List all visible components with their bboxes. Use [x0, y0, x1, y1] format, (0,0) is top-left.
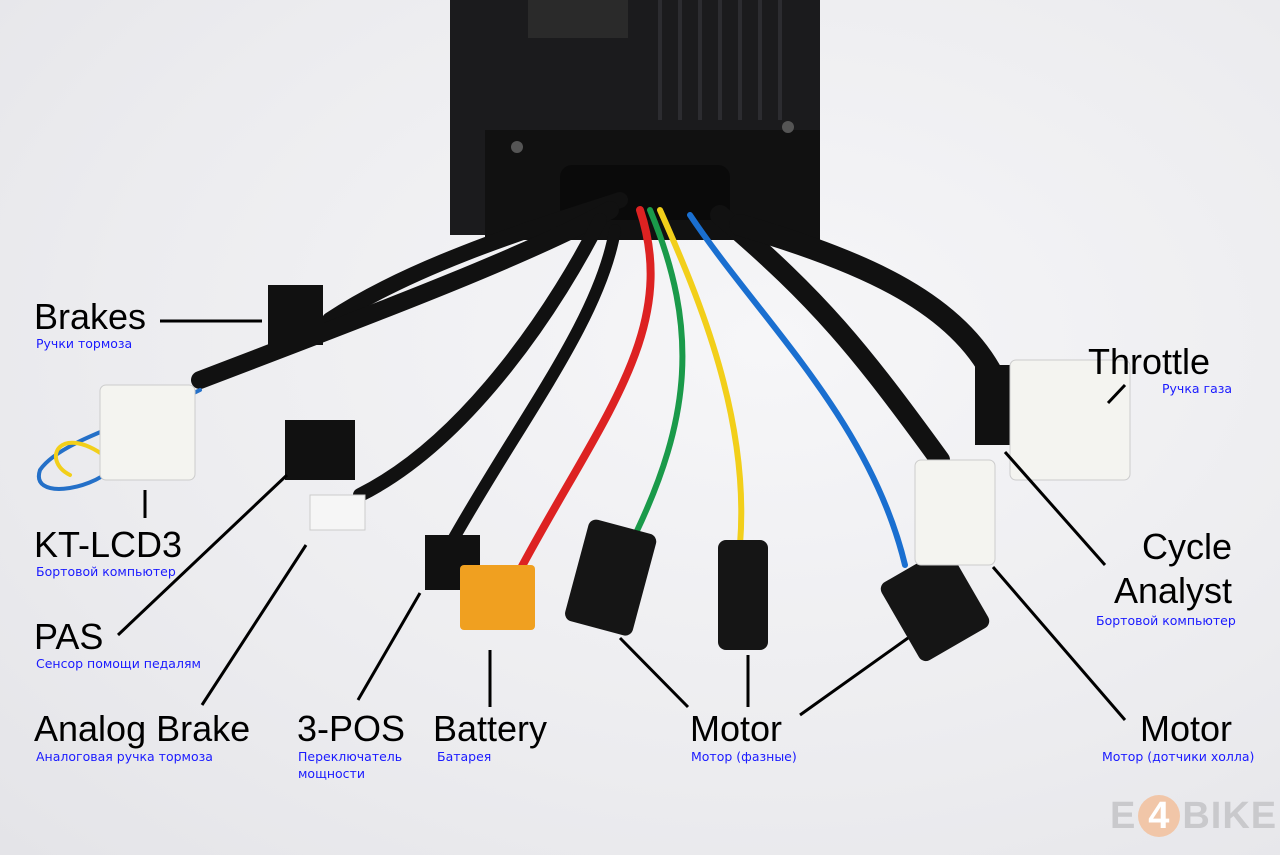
label-kt-lcd3: KT-LCD3	[34, 524, 183, 565]
motor-phase-connector-2	[718, 540, 768, 650]
throttle-connector	[1009, 359, 1131, 481]
leader-lines	[116, 319, 1127, 721]
label-cycle-analyst-line1: Cycle	[1141, 526, 1232, 567]
label-analog-brake: Analog Brake	[34, 708, 251, 749]
label-battery: Battery	[433, 708, 548, 749]
cycle-analyst-connector	[975, 365, 1015, 445]
label-throttle: Throttle	[1088, 341, 1211, 382]
sublabel-motor-phase: Мотор (фазные)	[691, 749, 797, 764]
sublabel-battery: Батарея	[437, 749, 492, 764]
sublabel-kt-lcd3: Бортовой компьютер	[36, 564, 176, 579]
label-motor-hall: Motor	[1139, 708, 1232, 749]
sublabel-cycle-analyst: Бортовой компьютер	[1096, 613, 1236, 628]
label-motor-phase: Motor	[690, 708, 783, 749]
motor-phase-connector-3	[880, 548, 990, 662]
label-pas: PAS	[34, 616, 104, 657]
analog-brake-connector	[309, 494, 366, 531]
sublabel-brakes: Ручки тормоза	[36, 336, 133, 351]
wires	[36, 192, 1001, 574]
sublabel-3-pos-line2: мощности	[298, 766, 365, 781]
controller-box	[450, 0, 820, 240]
label-cycle-analyst-line2: Analyst	[1113, 570, 1232, 611]
pas-connector	[285, 420, 355, 480]
label-3-pos: 3-POS	[297, 708, 406, 749]
sublabel-3-pos-line1: Переключатель	[298, 749, 403, 764]
hall-connector	[914, 459, 996, 566]
battery-xt60-connector	[460, 565, 535, 630]
motor-phase-connector-1	[565, 519, 657, 636]
sublabel-analog-brake: Аналоговая ручка тормоза	[36, 749, 213, 764]
lcd-connector	[99, 384, 196, 481]
sublabel-throttle: Ручка газа	[1162, 381, 1233, 396]
sublabel-motor-hall: Мотор (дотчики холла)	[1102, 749, 1255, 764]
label-brakes: Brakes	[34, 296, 147, 337]
brakes-connector	[268, 285, 323, 345]
connectors	[99, 285, 1131, 662]
sublabel-pas: Сенсор помощи педалям	[36, 656, 201, 671]
